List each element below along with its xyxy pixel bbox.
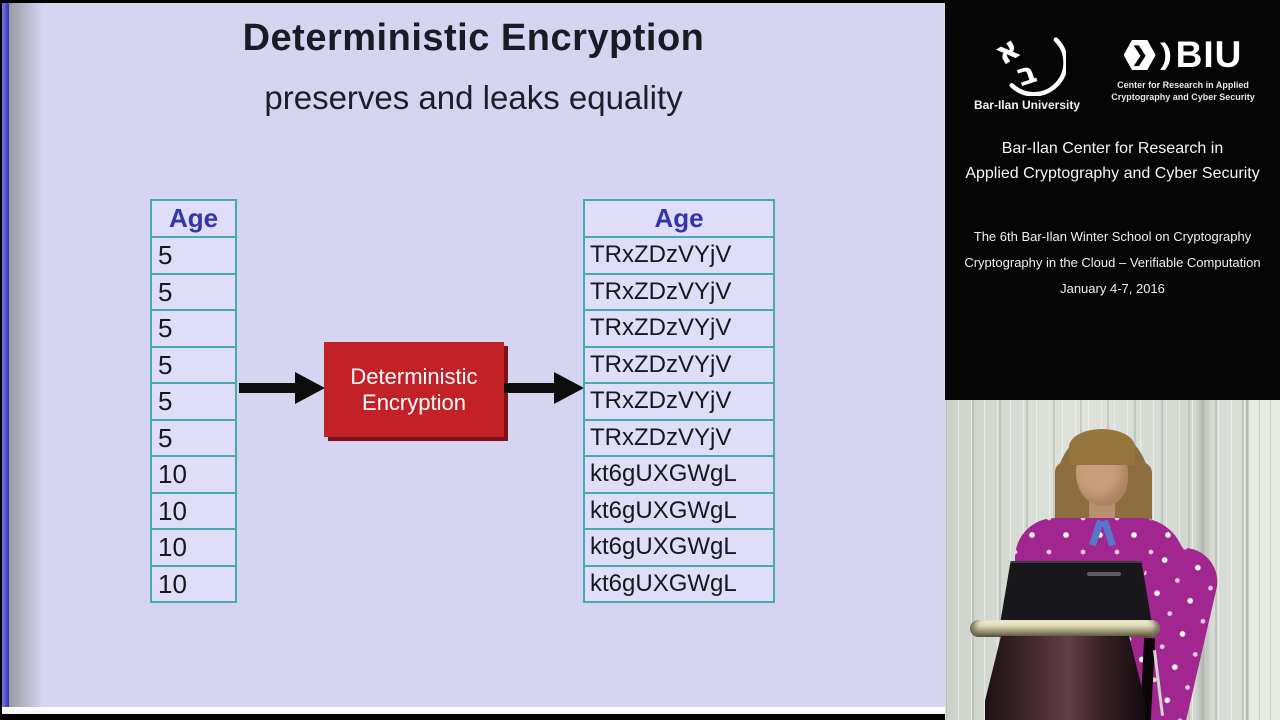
table-cell: TRxZDzVYjV <box>585 236 773 273</box>
table-cell: 5 <box>152 309 235 346</box>
table-cell: kt6gUXGWgL <box>585 455 773 492</box>
biu-acronym: BIU <box>1175 34 1243 75</box>
table-cell: kt6gUXGWgL <box>585 564 773 601</box>
speaker-video <box>945 400 1280 720</box>
slide-bottom-strip <box>2 707 945 714</box>
table-cell: 5 <box>152 418 235 455</box>
ciphertext-table-header: Age <box>585 201 773 236</box>
biu-logo-row: ❯ ) BIU <box>1097 36 1269 74</box>
laptop-logo-glint <box>1087 572 1121 576</box>
center-name: Bar-Ilan Center for Research in Applied … <box>945 136 1280 186</box>
bar-ilan-logo-label: Bar-Ilan University <box>973 98 1081 112</box>
event-details: The 6th Bar-Ilan Winter School on Crypto… <box>945 224 1280 302</box>
podium <box>985 636 1145 720</box>
table-cell: 10 <box>152 528 235 565</box>
arrow-left-shaft <box>239 383 297 393</box>
bar-ilan-emblem-icon: א ב <box>988 28 1066 96</box>
table-cell: 5 <box>152 345 235 382</box>
table-cell: 10 <box>152 491 235 528</box>
slide: Deterministic Encryption preserves and l… <box>2 3 945 714</box>
center-name-line2: Applied Cryptography and Cyber Security <box>965 165 1260 182</box>
plaintext-table-header: Age <box>152 201 235 236</box>
biu-tagline-line2: Cryptography and Cyber Security <box>1111 92 1255 102</box>
center-name-line1: Bar-Ilan Center for Research in <box>1001 140 1224 157</box>
event-line3: January 4-7, 2016 <box>1060 281 1165 296</box>
table-cell: TRxZDzVYjV <box>585 272 773 309</box>
table-cell: 10 <box>152 564 235 601</box>
slide-title: Deterministic Encryption <box>242 17 705 59</box>
biu-tagline: Center for Research in Applied Cryptogra… <box>1097 79 1269 103</box>
encryption-process-box: Deterministic Encryption <box>324 342 504 437</box>
table-cell: kt6gUXGWgL <box>585 491 773 528</box>
slide-left-shadow <box>9 3 43 714</box>
sidebar: א ב Bar-Ilan University ❯ ) BIU Center f… <box>945 0 1280 720</box>
table-cell: 5 <box>152 272 235 309</box>
arrow-right-shaft <box>504 383 556 393</box>
laptop <box>1000 561 1152 624</box>
process-box-line2: Encryption <box>362 389 466 415</box>
table-cell: TRxZDzVYjV <box>585 345 773 382</box>
event-line2: Cryptography in the Cloud – Verifiable C… <box>964 255 1261 270</box>
biu-tagline-line1: Center for Research in Applied <box>1117 80 1249 90</box>
table-cell: TRxZDzVYjV <box>585 382 773 419</box>
event-line1: The 6th Bar-Ilan Winter School on Crypto… <box>973 229 1252 244</box>
slide-subtitle: preserves and leaks equality <box>264 79 683 116</box>
arrow-right-head <box>554 372 584 404</box>
table-cell: kt6gUXGWgL <box>585 528 773 565</box>
process-box-line1: Deterministic <box>350 363 478 389</box>
speaker-hair-fringe <box>1069 429 1135 465</box>
table-cell: 5 <box>152 382 235 419</box>
slide-left-accent-bar <box>2 3 9 714</box>
biu-logo: ❯ ) BIU Center for Research in Applied C… <box>1097 36 1269 103</box>
podium-top-bar <box>970 620 1160 637</box>
bar-ilan-logo: א ב Bar-Ilan University <box>967 26 1087 112</box>
biu-crescent-icon: ) <box>1159 38 1172 71</box>
table-cell: TRxZDzVYjV <box>585 418 773 455</box>
table-cell: 5 <box>152 236 235 273</box>
table-cell: TRxZDzVYjV <box>585 309 773 346</box>
arrow-left-head <box>295 372 325 404</box>
biu-hexagon-icon: ❯ <box>1123 40 1156 70</box>
wall-panel <box>1246 400 1280 720</box>
table-cell: 10 <box>152 455 235 492</box>
